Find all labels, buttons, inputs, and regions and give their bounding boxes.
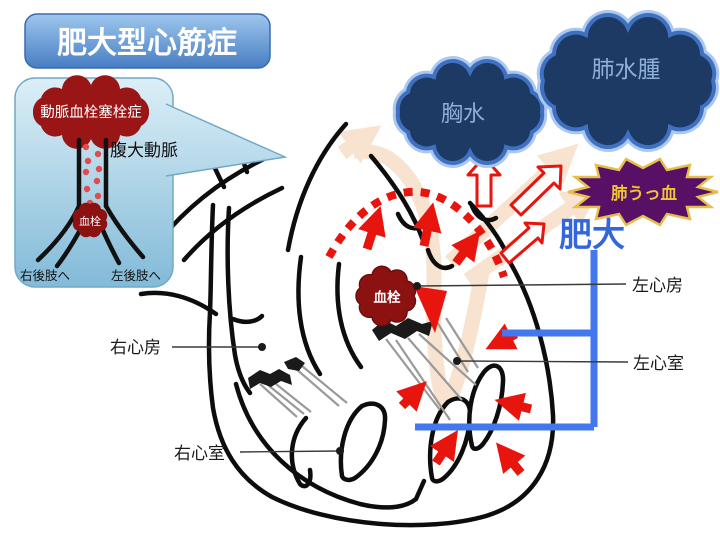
lv-wall-arrow-lower-left <box>430 430 458 466</box>
papillary-muscle-left <box>289 415 313 489</box>
pulmonary-vein-hook-3 <box>469 203 499 223</box>
dot-right-ventricle <box>336 447 344 455</box>
thromboembolism-callout: 動脈血栓塞栓症 血栓 腹大動脈 右後肢へ 左後肢へ <box>14 75 288 288</box>
leader-right-ventricle <box>239 450 341 453</box>
heart-thrombus: 血栓 <box>355 265 417 327</box>
saddle-thrombus-cloud <box>72 202 108 238</box>
red-arrows <box>358 202 533 476</box>
papillary-muscle-right <box>338 401 388 483</box>
dot-left-ventricle <box>453 357 461 365</box>
chamber-labels: 右心房 右心室 左心房 左心室 <box>110 276 684 464</box>
vena-cava-inner-wall <box>225 205 253 396</box>
arc-arrow-1 <box>358 205 386 251</box>
lv-wall-arrow-right <box>494 392 533 421</box>
page-title: 肥大型心筋症 <box>57 26 237 61</box>
title-banner-background <box>24 13 271 69</box>
aorta-left-wall <box>285 121 349 253</box>
leader-dots <box>258 282 461 455</box>
pulmonary-congestion-label: 肺うっ血 <box>611 183 678 203</box>
saddle-thrombus-label: 血栓 <box>79 214 101 228</box>
pulmonary-edema-cloud-body <box>539 13 717 149</box>
leader-left-ventricle <box>456 360 629 363</box>
hollow-arrow-ne-large-icon <box>509 164 563 217</box>
left-ventricle-label: 左心室 <box>633 354 684 374</box>
lv-free-wall <box>467 363 506 451</box>
heart-outline <box>206 200 556 528</box>
tricuspid-valve-leaflet-2 <box>284 357 305 371</box>
hollow-arrow-ne-small-icon <box>499 221 546 265</box>
flow-arrow-aorta-outlet-icon <box>337 125 382 164</box>
right-ventricle-label: 右心室 <box>174 444 225 464</box>
leader-left-atrium <box>416 283 627 287</box>
starburst-shape <box>567 157 719 227</box>
hypertrophy-label: 肥大 <box>559 215 625 254</box>
pulmonary-edema-cloud: 肺水腫 <box>536 10 720 152</box>
pleural-effusion-cloud: 胸水 <box>392 56 548 168</box>
lvot-left-wall <box>296 254 323 377</box>
tricuspid-valve-leaflet-1 <box>248 369 292 389</box>
vein-entering-atrium <box>138 290 219 317</box>
heart-thrombus-label: 血栓 <box>374 289 401 306</box>
regurgitation-triangle <box>414 286 447 333</box>
right-ventricle-inner-wall <box>233 381 427 510</box>
leader-lines <box>172 283 629 453</box>
embolism-label: 動脈血栓塞栓症 <box>40 103 142 121</box>
red-annotations: 血栓 <box>325 155 563 476</box>
pleural-effusion-cloud-body <box>395 59 545 165</box>
heart-thrombus-cloud <box>355 265 417 327</box>
pleural-effusion-label: 胸水 <box>441 102 485 127</box>
pulmonary-congestion-starburst: 肺うっ血 <box>567 157 719 227</box>
embolism-cloud <box>32 75 150 149</box>
chordae-tendineae <box>259 317 479 421</box>
arc-arrow-3 <box>451 230 481 266</box>
callout-pointer <box>165 103 288 177</box>
pulmonary-edema-label: 肺水腫 <box>592 57 661 83</box>
to-left-hindlimb-label: 左後肢へ <box>111 268 161 283</box>
aorta-right-wall <box>368 153 427 246</box>
lv-septal-wall <box>427 396 473 484</box>
to-right-hindlimb-label: 右後肢へ <box>20 268 70 283</box>
dot-left-atrium <box>413 282 421 290</box>
arc-arrow-2 <box>413 202 442 247</box>
abdominal-aorta-label: 腹大動脈 <box>110 141 178 161</box>
lv-wall-arrow-lower-right <box>496 442 526 476</box>
dot-right-atrium <box>258 343 266 351</box>
title-banner: 肥大型心筋症 <box>24 13 271 69</box>
left-atrium-label: 左心房 <box>632 276 683 296</box>
lvot-right-wall <box>335 261 364 370</box>
descending-aorta-line-2 <box>181 185 285 263</box>
hypertrophy-bracket <box>415 250 598 431</box>
lv-wall-arrow-upper-left <box>396 381 427 412</box>
hollow-red-arrows <box>466 155 563 265</box>
atrial-appendage-line <box>230 313 265 325</box>
right-atrium-label: 右心房 <box>110 338 161 358</box>
pulmonary-vein-hook-2 <box>425 247 455 271</box>
